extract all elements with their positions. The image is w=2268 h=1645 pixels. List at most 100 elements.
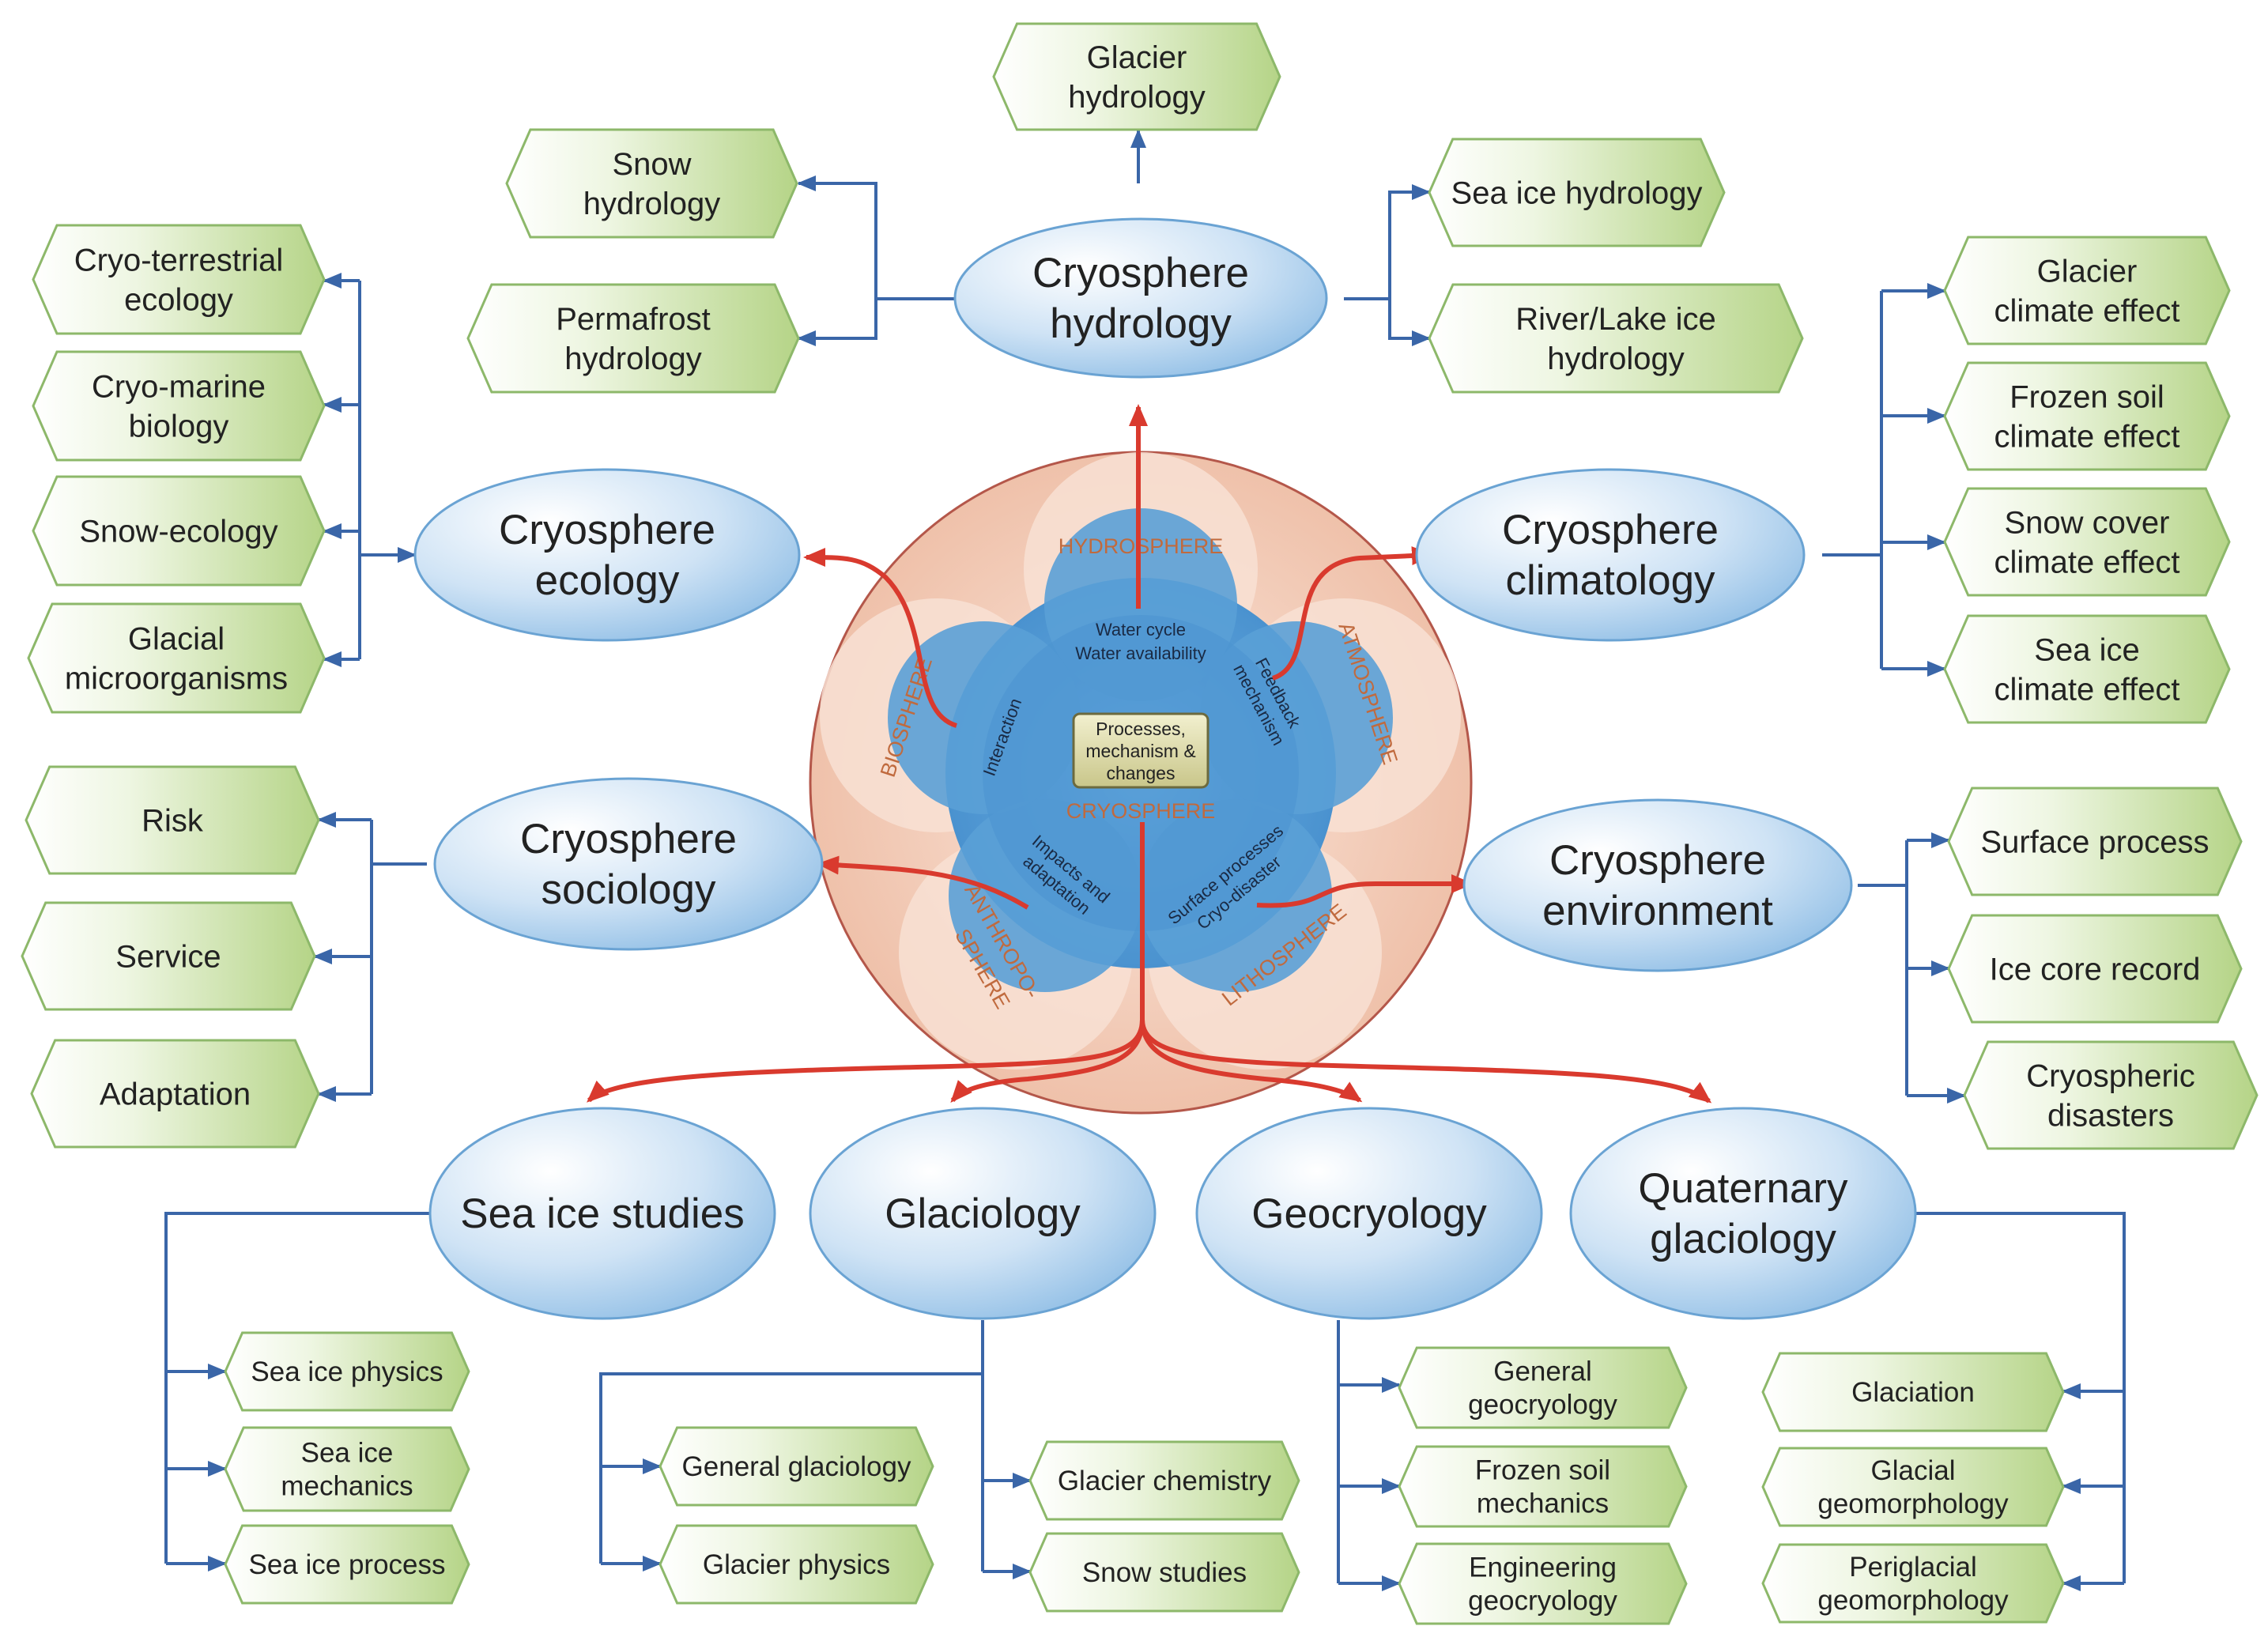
hydrology-ellipse (953, 217, 1328, 379)
box-service: Service (21, 901, 316, 1011)
hexagon-shape (1943, 614, 2231, 724)
core-label-1: Processes, (1096, 719, 1186, 739)
box-sea-ice-hydrology: Sea ice hydrology (1428, 138, 1726, 247)
hexagon-shape (30, 1039, 320, 1149)
box-label: mechanics (281, 1471, 413, 1502)
box-label: Cryo-marine (92, 370, 266, 405)
environment-title: environment (1542, 888, 1773, 934)
climatology-title: climatology (1505, 557, 1715, 604)
connector-lines (164, 129, 2126, 1591)
core-label-3: changes (1107, 763, 1176, 783)
box-label: Snow-ecology (79, 515, 277, 549)
hexagon-shape (1428, 283, 1804, 394)
cryosphere-label: CRYOSPHERE (1066, 799, 1216, 823)
hexagon-shape (505, 128, 798, 239)
sea-ice-branch: Sea ice studies (428, 1107, 776, 1320)
box-label: General (1493, 1356, 1592, 1387)
hexagon-shape (21, 901, 316, 1011)
box-snow-ecology: Snow-ecology (32, 475, 326, 587)
box-label: mechanics (1477, 1488, 1609, 1519)
geocryology-branch: Geocryology (1195, 1107, 1543, 1320)
hexagon-shape (659, 1426, 934, 1507)
quaternary-title: Quaternary (1638, 1165, 1848, 1212)
quaternary-ellipse (1569, 1107, 1917, 1320)
box-label: Risk (142, 804, 204, 839)
glaciology-ellipse (809, 1107, 1157, 1320)
geocryology-title: Geocryology (1251, 1190, 1487, 1237)
box-label: disasters (2047, 1099, 2174, 1134)
hexagon-shape (1943, 361, 2231, 471)
hexagon-shape (1943, 487, 2231, 597)
box-label: geomorphology (1817, 1585, 2009, 1616)
box-label: hydrology (1068, 80, 1205, 115)
box-label: Glacial (128, 622, 225, 657)
box-ice-core-record: Ice core record (1947, 914, 2243, 1024)
box-label: Surface process (1980, 825, 2209, 860)
box-label: geocryology (1468, 1390, 1617, 1421)
sociology-title: sociology (542, 866, 716, 913)
box-label: Sea ice hydrology (1451, 176, 1703, 211)
hexagon-shape (32, 475, 326, 587)
box-label: Cryospheric (2026, 1059, 2194, 1094)
box-cryospheric-disasters: Cryospheric disasters (1963, 1040, 2259, 1150)
hexagon-shape (1947, 914, 2243, 1024)
climatology-title: Cryosphere (1502, 507, 1719, 553)
hexagon-shape (1963, 1040, 2259, 1150)
red-arrows (587, 404, 1712, 1104)
hexagon-shape (224, 1426, 470, 1512)
hexagon-shape (224, 1524, 470, 1605)
hexagon-shape (1398, 1542, 1688, 1625)
hexagon-shape (1398, 1445, 1688, 1528)
box-label: hydrology (583, 187, 720, 221)
hydrology-title: hydrology (1050, 300, 1232, 347)
box-label: Permafrost (556, 302, 711, 337)
hexagon-shape (1028, 1440, 1300, 1521)
hexagon-shape (992, 22, 1281, 131)
hexagon-shape (1947, 787, 2243, 896)
box-label: General glaciology (682, 1451, 911, 1482)
box-glacier-physics: Glacier physics (659, 1524, 934, 1605)
hydrology-title: Cryosphere (1032, 250, 1249, 296)
hexagon-shape (1761, 1352, 2065, 1432)
box-label: Glacier physics (703, 1549, 890, 1580)
box-label: hydrology (1547, 341, 1684, 376)
box-label: climate effect (1994, 545, 2180, 580)
box-label: Glacial (1871, 1455, 1956, 1486)
hexagon-shape (659, 1524, 934, 1605)
box-sea-ice-process: Sea ice process (224, 1524, 470, 1605)
quaternary-title: glaciology (1650, 1216, 1836, 1262)
box-adaptation: Adaptation (30, 1039, 320, 1149)
box-label: geomorphology (1817, 1488, 2009, 1519)
box-glacial-microorganisms: Glacial microorganisms (27, 602, 326, 714)
box-label: Sea ice physics (251, 1356, 443, 1387)
box-label: ecology (124, 283, 233, 318)
box-label: microorganisms (65, 662, 288, 696)
sociology-ellipse (433, 777, 824, 951)
climatology-ellipse (1415, 468, 1806, 642)
box-label: Glaciation (1851, 1377, 1975, 1408)
box-label: Periglacial (1849, 1552, 1976, 1583)
hexagon-shape (466, 283, 800, 394)
hexagon-shape (32, 224, 326, 335)
box-label: climate effect (1994, 673, 2180, 707)
box-glacier-chemistry: Glacier chemistry (1028, 1440, 1300, 1521)
box-label: Glacier chemistry (1058, 1466, 1272, 1496)
box-label: Engineering (1469, 1553, 1617, 1583)
